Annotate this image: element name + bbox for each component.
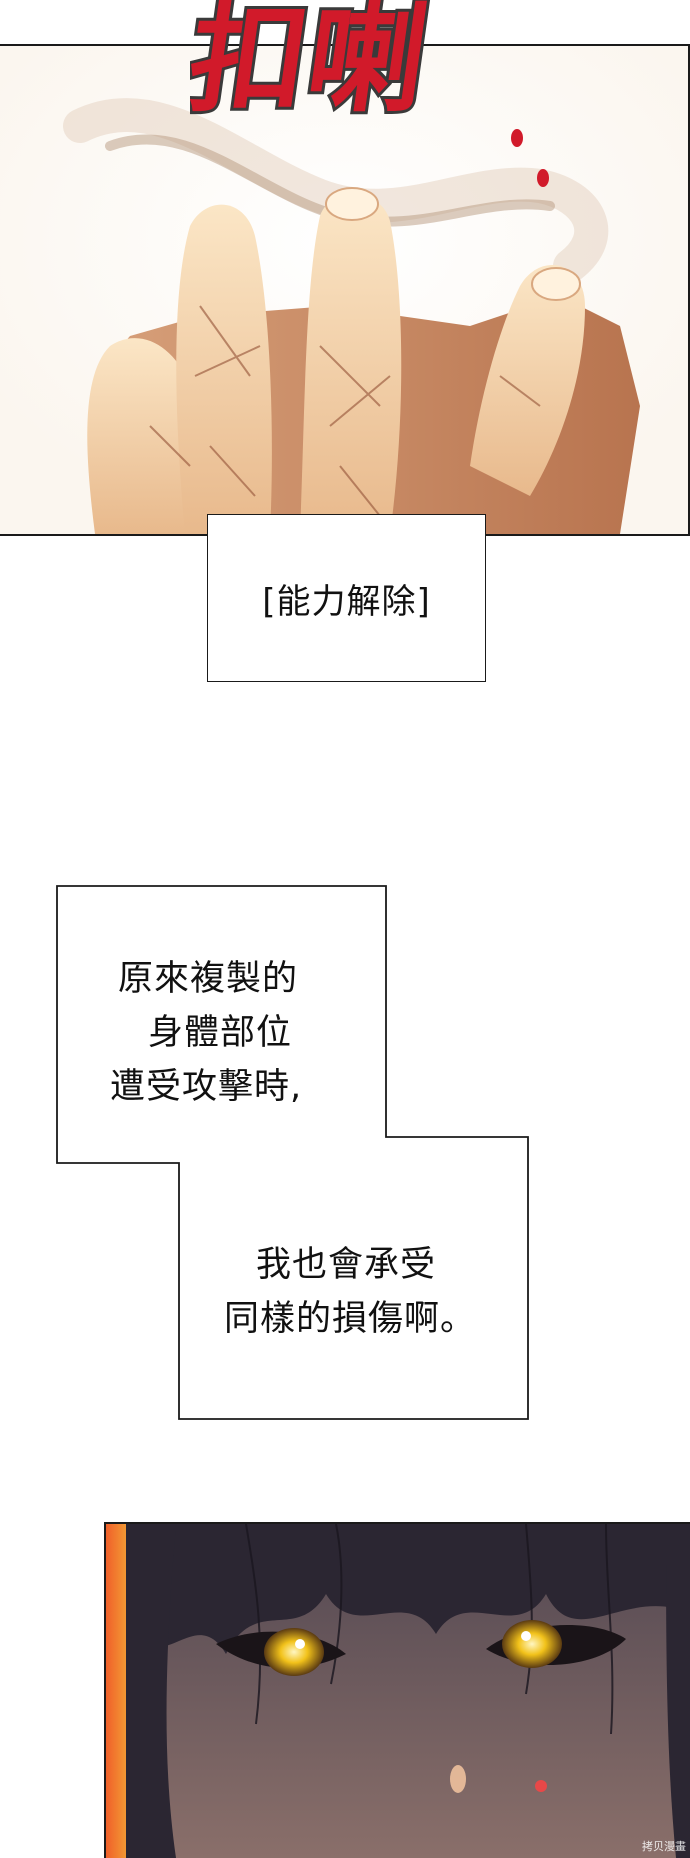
narration-line: 我也會承受 bbox=[256, 1245, 437, 1285]
caption-text: [能力解除] bbox=[262, 581, 431, 622]
watermark-text: 拷贝漫畫 bbox=[642, 1840, 686, 1853]
face-artwork bbox=[106, 1524, 690, 1858]
narration-line: 身體部位 bbox=[148, 1013, 293, 1053]
narration-line: 原來複製的 bbox=[118, 959, 299, 999]
top-panel-hand-illustration bbox=[0, 44, 690, 536]
hand-artwork bbox=[0, 46, 688, 534]
sfx-text: 扣喇 bbox=[190, 0, 436, 128]
bottom-panel-face-closeup: 拷贝漫畫 bbox=[104, 1522, 690, 1858]
caption-box: [能力解除] bbox=[207, 514, 486, 682]
narration-box bbox=[56, 885, 529, 1420]
narration-line: 同樣的損傷啊。 bbox=[224, 1299, 477, 1339]
sfx-lettering: 扣喇 bbox=[190, 0, 439, 131]
narration-line: 遭受攻擊時, bbox=[110, 1067, 303, 1107]
